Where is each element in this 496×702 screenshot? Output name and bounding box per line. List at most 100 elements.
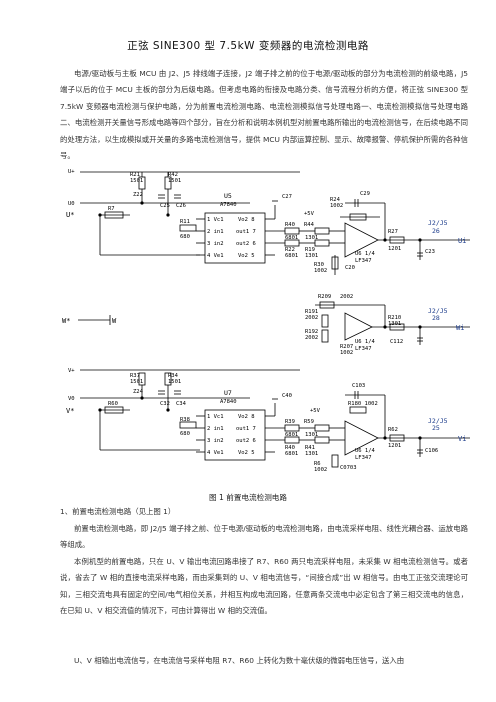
node-u-star: U* [66, 211, 74, 219]
label-r30: R30 [314, 262, 324, 268]
label-r37: R37 [130, 373, 140, 379]
label-a7840-bottom: A7840 [220, 399, 237, 405]
label-c23: C23 [425, 249, 435, 255]
pin-1-b: 1 Vc1 [207, 414, 224, 420]
label-r192-val: 2002 [305, 335, 318, 341]
label-pin25: 25 [432, 424, 440, 432]
section1-paragraph-2: 本例机型的前置电路，只在 U、V 输出电流回路串接了 R7、R60 两只电流采样… [60, 557, 468, 616]
label-r21: R21 [130, 172, 140, 178]
label-j2j5-bottom: J2/J5 [428, 417, 448, 425]
label-r24-val: 1002 [330, 203, 343, 209]
label-r41: R41 [305, 445, 315, 451]
label-r60: R60 [108, 401, 118, 407]
pin-1: 1 Vc1 [207, 217, 224, 223]
rail-v-plus: V+ [68, 368, 75, 374]
label-u6-mid: U6 1/4 [355, 339, 376, 345]
label-u6-bottom: U6 1/4 [355, 448, 376, 454]
pin-4: 4 Ve1 [207, 253, 224, 259]
label-c20: C20 [345, 265, 355, 271]
label-r38: R38 [180, 417, 190, 423]
output-wi: Wi [456, 324, 464, 332]
label-r40: R40 [285, 222, 295, 228]
label-c40: C40 [282, 393, 292, 399]
pin-7-b: out1 7 [236, 426, 256, 432]
label-r59: R59 [304, 419, 314, 425]
label-r6: R6 [314, 461, 321, 467]
label-c26: C26 [176, 203, 186, 209]
label-c0703: C0703 [340, 465, 357, 471]
label-r27-val: 1201 [388, 246, 401, 252]
circuit-figure: U+ U0 U* R21 1501 R42 1501 Z22 C25 C26 R… [62, 169, 470, 473]
pin-8: Vo2 8 [238, 217, 255, 223]
pin-6-b: out2 6 [236, 438, 256, 444]
label-u6-top: U6 1/4 [355, 251, 376, 257]
label-r210: R210 [388, 315, 401, 321]
label-6801-a: 6801 [285, 235, 298, 241]
supply-5v-bottom: +5V [310, 408, 321, 414]
label-c32: C32 [160, 401, 170, 407]
pin-3: 3 in2 [207, 241, 224, 247]
label-r11-val: 680 [180, 234, 190, 240]
label-r21-val: 1501 [130, 178, 143, 184]
figure-caption: 图 1 前置电流检测电路 [208, 493, 287, 502]
section1-heading: 1、前置电流检测电路（见上图 1） [60, 507, 176, 516]
pin-5-b: Vo2 5 [238, 450, 255, 456]
supply-5v-top: +5V [304, 211, 315, 217]
output-vi: Vi [458, 435, 466, 443]
page-title: 正弦 SINE300 型 7.5kW 变频器的电流检测电路 [127, 40, 369, 52]
label-a7840-top: A7840 [220, 202, 237, 208]
label-r209-val: 2002 [340, 294, 353, 300]
node-v0: V0 [68, 396, 75, 402]
section1-paragraph-3: U、V 相输出电流信号，在电流信号采样电阻 R7、R60 上转化为数十毫伏级的微… [74, 656, 405, 665]
pin-7: out1 7 [236, 229, 256, 235]
label-c34: C34 [176, 401, 187, 407]
label-r42: R42 [168, 172, 178, 178]
label-r42-val: 1501 [168, 178, 181, 184]
label-pin28: 28 [432, 314, 440, 322]
label-r62: R62 [388, 427, 398, 433]
label-1301-b: 1301 [305, 253, 318, 259]
label-6801-d: 6801 [285, 451, 298, 457]
label-r44: R44 [304, 222, 315, 228]
label-r6-val: 1002 [314, 467, 327, 473]
pin-5: Vo2 5 [238, 253, 255, 259]
label-c106: C106 [425, 448, 438, 454]
label-pin26: 26 [432, 227, 440, 235]
label-r40b: R40 [285, 445, 295, 451]
label-c25: C25 [160, 203, 170, 209]
pin-4-b: 4 Ve1 [207, 450, 224, 456]
label-r207-val: 1002 [340, 350, 353, 356]
label-r7: R7 [108, 206, 115, 212]
intro-paragraph: 电源/驱动板与主板 MCU 由 J2、J5 排线端子连接，J2 端子排之前的位于… [60, 69, 468, 161]
label-c112: C112 [390, 339, 403, 345]
label-r34: R34 [168, 373, 179, 379]
label-z24: Z24 [133, 389, 144, 395]
label-1301-d: 1301 [305, 451, 318, 457]
label-r34-val: 1501 [168, 379, 181, 385]
output-ui: Ui [458, 237, 466, 245]
label-r191: R191 [305, 309, 318, 315]
label-u5: U5 [224, 192, 232, 200]
pin-3-b: 3 in2 [207, 438, 224, 444]
label-z22: Z22 [133, 192, 143, 198]
label-r39: R39 [285, 419, 295, 425]
label-r209: R209 [318, 294, 331, 300]
label-lf347-top: LF347 [355, 258, 372, 264]
node-w: W [112, 317, 117, 325]
label-1301-a: 1301 [305, 235, 318, 241]
label-r24: R24 [330, 197, 341, 203]
label-r38-val: 680 [180, 431, 190, 437]
label-r30-val: 1002 [314, 268, 327, 274]
label-r210-val: 1301 [388, 321, 401, 327]
pin-8-b: Vo2 8 [238, 414, 255, 420]
label-1301-c: 1301 [305, 432, 318, 438]
section1-paragraph-1: 前置电流检测电路，即 J2/J5 端子排之前、位于电源/驱动板的电流检测电路，由… [60, 524, 468, 550]
label-j2j5-top: J2/J5 [428, 219, 448, 227]
label-r37-val: 1501 [130, 379, 143, 385]
label-r11: R11 [180, 219, 190, 225]
label-j2j5-mid: J2/J5 [428, 307, 448, 315]
label-u7: U7 [224, 389, 232, 397]
label-lf347-bottom: LF347 [355, 455, 372, 461]
rail-u-plus: U+ [68, 169, 75, 175]
label-r191-val: 2002 [305, 315, 318, 321]
